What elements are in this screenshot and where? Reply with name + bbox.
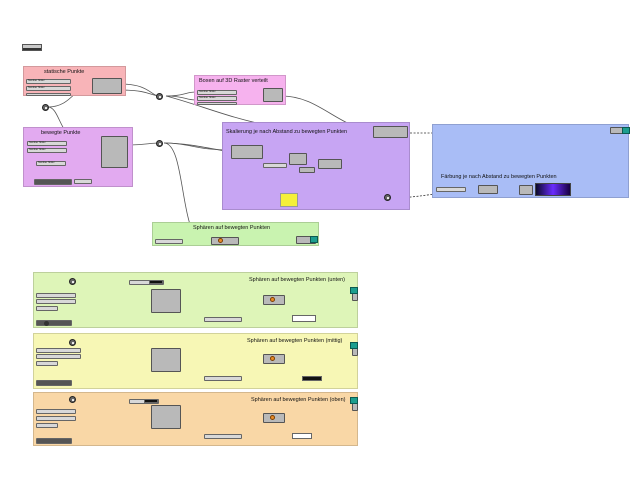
group-title: statische Punkte [44, 69, 85, 75]
slider[interactable] [36, 348, 81, 353]
timer-slider[interactable] [36, 380, 72, 386]
timer-slider[interactable] [36, 438, 72, 444]
wire [165, 91, 197, 97]
group-title: Sphären auf bewegten Punkten [193, 225, 271, 231]
remap-node[interactable] [289, 153, 307, 165]
panel[interactable] [292, 433, 312, 439]
distance-node[interactable] [231, 145, 263, 159]
move-points-node[interactable] [151, 289, 181, 313]
group-bewegte-punkte[interactable]: bewegte Punkte Number Slider Number Slid… [23, 127, 133, 187]
slider[interactable] [204, 434, 242, 439]
panel[interactable] [292, 315, 316, 322]
preview-icon[interactable] [350, 287, 358, 294]
group-sphaeren-mittig[interactable]: Sphären auf bewegten Punkten (mittig) [33, 333, 358, 389]
yellow-panel[interactable] [280, 193, 298, 207]
preview-icon[interactable] [350, 397, 358, 404]
custom-preview-node[interactable] [519, 185, 533, 195]
slider[interactable]: Number Slider [36, 161, 66, 166]
group-title: Färbung je nach Abstand zu bewegten Punk… [441, 174, 557, 180]
slider[interactable]: Number Slider [27, 148, 67, 153]
slider[interactable]: Number Slider [197, 90, 237, 95]
toggle-icon[interactable] [42, 104, 49, 111]
preview-icon[interactable] [350, 342, 358, 349]
slider[interactable] [155, 239, 183, 244]
wire [119, 89, 161, 97]
slider[interactable] [129, 280, 164, 285]
slider[interactable]: Number Slider [26, 79, 71, 84]
group-sphaeren[interactable]: Sphären auf bewegten Punkten [152, 222, 319, 246]
group-sphaeren-oben[interactable]: Sphären auf bewegten Punkten (oben) [33, 392, 358, 446]
slider[interactable] [36, 293, 76, 298]
group-statische-punkte[interactable]: statische Punkte Number Slider Number Sl… [23, 66, 126, 96]
group-title: Sphären auf bewegten Punkten (unten) [249, 277, 346, 283]
wire [165, 95, 197, 101]
toggle-icon[interactable] [69, 278, 76, 285]
slider[interactable] [436, 187, 466, 192]
group-skalierung[interactable]: Skalierung je nach Abstand zu bewegten P… [222, 122, 410, 210]
sphere-node[interactable] [211, 237, 239, 245]
slider[interactable]: Number Slider [26, 86, 71, 91]
point-icon[interactable] [156, 140, 163, 147]
group-title: Sphären auf bewegten Punkten (mittig) [247, 338, 343, 344]
timer-slider[interactable] [34, 179, 72, 185]
wire [129, 142, 159, 146]
group-title: Skalierung je nach Abstand zu bewegten P… [226, 129, 348, 135]
group-boxen-3d-raster[interactable]: Boxen auf 3D Raster verteilt Number Slid… [194, 75, 286, 105]
preview-icon[interactable] [310, 236, 318, 243]
group-faerbung[interactable]: Färbung je nach Abstand zu bewegten Punk… [432, 124, 630, 198]
sphere-icon [270, 356, 275, 361]
slider[interactable] [36, 306, 58, 311]
scale-node[interactable] [318, 159, 342, 169]
toggle-icon[interactable] [69, 396, 76, 403]
sphere-icon [270, 297, 275, 302]
bounds-node[interactable] [299, 167, 315, 173]
group-title: bewegte Punkte [41, 130, 81, 136]
slider[interactable] [36, 423, 58, 428]
point-icon[interactable] [156, 93, 163, 100]
move-points-node[interactable] [151, 405, 181, 429]
box-grid-node[interactable] [263, 88, 283, 102]
slider[interactable] [204, 317, 242, 322]
slider[interactable] [204, 376, 242, 381]
move-points-node[interactable] [101, 136, 128, 168]
toggle-icon[interactable] [69, 339, 76, 346]
panel[interactable] [302, 376, 322, 381]
slider[interactable]: Number Slider [27, 141, 67, 146]
preview-node[interactable] [352, 403, 358, 411]
slider[interactable] [36, 361, 58, 366]
construct-point-node[interactable] [92, 78, 122, 94]
panel[interactable] [144, 399, 158, 403]
slider[interactable] [26, 93, 71, 96]
color-gradient[interactable] [535, 183, 571, 196]
gradient-node[interactable] [478, 185, 498, 194]
preview-icon[interactable] [622, 127, 630, 134]
slider[interactable] [197, 102, 237, 105]
sphere-icon [218, 238, 223, 243]
slider[interactable] [36, 354, 81, 359]
slider[interactable] [36, 299, 76, 304]
panel[interactable] [149, 280, 163, 284]
preview-node[interactable] [352, 293, 358, 301]
slider[interactable] [74, 179, 92, 184]
slider[interactable] [36, 416, 76, 421]
slider[interactable]: Number Slider [197, 96, 237, 101]
move-points-node[interactable] [151, 348, 181, 372]
slider[interactable] [263, 163, 287, 168]
slider[interactable] [36, 409, 76, 414]
group-title: Sphären auf bewegten Punkten (oben) [251, 397, 346, 403]
timer-slider[interactable] [36, 320, 72, 326]
preview-node[interactable] [352, 348, 358, 356]
merge-node[interactable] [373, 126, 408, 138]
group-sphaeren-unten[interactable]: Sphären auf bewegten Punkten (unten) [33, 272, 358, 328]
play-icon[interactable] [44, 321, 49, 326]
group-title: Boxen auf 3D Raster verteilt [199, 78, 268, 84]
sphere-icon [270, 415, 275, 420]
point-icon[interactable] [384, 194, 391, 201]
canvas-toolbar-widget[interactable] [22, 44, 42, 51]
